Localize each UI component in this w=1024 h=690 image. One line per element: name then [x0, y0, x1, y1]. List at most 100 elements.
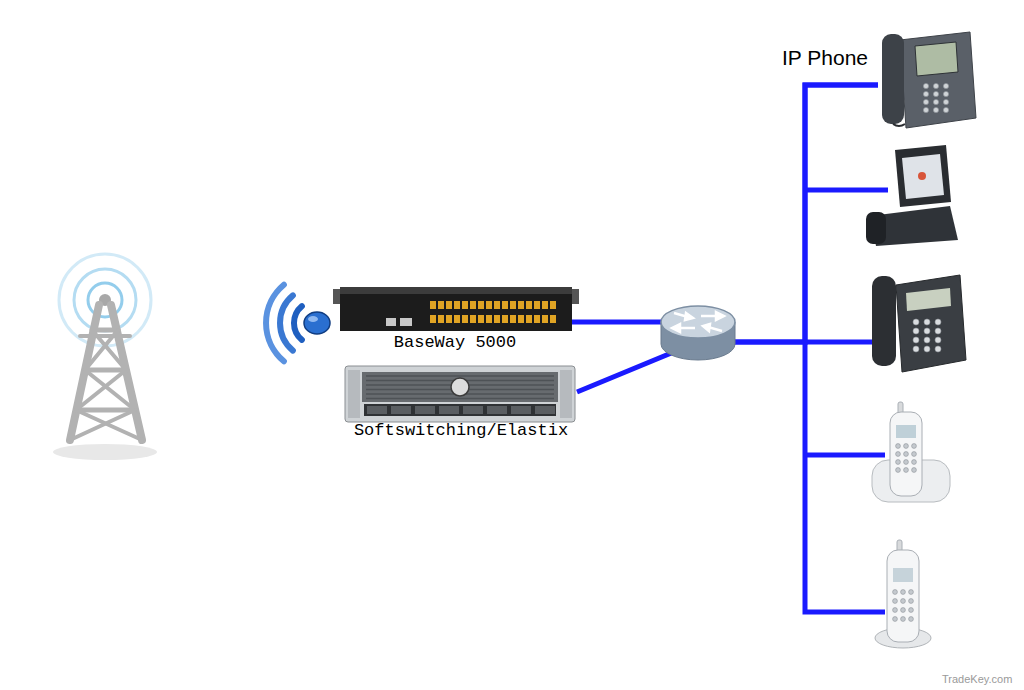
keypad-key	[909, 608, 914, 613]
keypad-key	[912, 460, 917, 465]
drive-slot	[487, 406, 507, 414]
keypad-key	[893, 599, 898, 604]
tower-brace	[70, 410, 135, 440]
radio-ring	[59, 254, 151, 346]
bezel-grill	[366, 376, 554, 399]
sim-port	[486, 315, 492, 323]
screen-icon	[918, 172, 926, 180]
sim-port	[510, 315, 516, 323]
tower-brace	[76, 370, 126, 410]
desk-phone	[872, 275, 966, 372]
keypad-key	[923, 83, 928, 88]
keypad-key	[913, 328, 919, 334]
network-wires	[805, 190, 888, 612]
keypad-key	[943, 83, 948, 88]
router-top	[661, 306, 735, 338]
gateway-body	[340, 287, 572, 331]
drive-slot	[415, 406, 435, 414]
phone-handset	[887, 550, 919, 642]
drive-slot	[439, 406, 459, 414]
sim-port	[462, 301, 468, 309]
desk-phone	[882, 32, 976, 128]
keypad-key	[896, 452, 901, 457]
router-icon	[661, 306, 735, 360]
server-logo	[451, 378, 469, 396]
server-body	[345, 366, 575, 422]
keypad-key	[896, 444, 901, 449]
sim-port	[478, 315, 484, 323]
wireless-signal	[266, 285, 302, 362]
keypad-key	[935, 346, 941, 352]
antenna-dot	[304, 312, 330, 334]
sim-port	[430, 301, 436, 309]
sim-port	[534, 301, 540, 309]
router-arrow	[703, 324, 710, 331]
keypad-key	[943, 91, 948, 96]
node-heading: IP Phone	[782, 45, 868, 70]
phone-screen	[906, 288, 951, 311]
sim-port	[526, 301, 532, 309]
keypad-key	[904, 468, 909, 473]
keypad-key	[943, 107, 948, 112]
branch-wire	[805, 340, 880, 345]
keypad-key	[913, 337, 919, 343]
keypad-key	[904, 444, 909, 449]
drive-slot	[463, 406, 483, 414]
keypad-key	[901, 590, 906, 595]
tower-shadow	[53, 444, 157, 460]
sim-port	[494, 315, 500, 323]
signal-arc	[294, 306, 302, 340]
sim-port	[430, 315, 436, 323]
drive-slots	[367, 406, 555, 414]
phone-handset	[872, 276, 896, 366]
tower-lattice	[70, 305, 142, 440]
sim-port	[462, 315, 468, 323]
router-arrows	[672, 312, 724, 332]
phone-screen	[896, 425, 916, 438]
cordless-handset	[875, 540, 931, 648]
keypad-key	[896, 468, 901, 473]
sim-port	[494, 301, 500, 309]
sim-port	[518, 315, 524, 323]
tower-brace	[76, 408, 135, 413]
drive-bays	[364, 404, 556, 416]
phone-body	[900, 32, 976, 128]
keypad-key	[909, 599, 914, 604]
radio-ring	[74, 269, 136, 331]
phone-body	[896, 275, 966, 372]
router-arrow	[701, 315, 716, 318]
keypad-key	[924, 337, 930, 343]
keypad-key	[904, 460, 909, 465]
grill-line	[366, 375, 554, 377]
keypad-key	[935, 328, 941, 334]
gateway-box: BaseWay 5000	[338, 284, 572, 357]
radio-ring	[88, 283, 122, 317]
sim-port	[454, 315, 460, 323]
sim-port	[550, 315, 556, 323]
router-arrow	[672, 324, 680, 332]
phone-handset	[882, 34, 904, 124]
drive-slot	[391, 406, 411, 414]
sim-port	[438, 301, 444, 309]
branch-wire	[805, 188, 888, 193]
keypad-key	[933, 107, 938, 112]
gateway-top	[340, 287, 572, 294]
antenna-highlight	[308, 316, 318, 322]
sim-ports	[430, 301, 556, 323]
keypad-key	[935, 337, 941, 343]
keypad-key	[924, 319, 930, 325]
drive-slot	[535, 406, 555, 414]
keypad-key	[893, 608, 898, 613]
keypad-key	[896, 460, 901, 465]
screen-frame	[895, 145, 951, 207]
gateway-device	[333, 287, 579, 331]
keypad-key	[912, 452, 917, 457]
keypad-key	[923, 107, 928, 112]
server-bezel	[362, 372, 558, 402]
keypad-key	[943, 99, 948, 104]
sim-port	[486, 301, 492, 309]
keypad-key	[913, 346, 919, 352]
tower-arm	[80, 334, 130, 338]
phone-handset	[866, 212, 886, 244]
